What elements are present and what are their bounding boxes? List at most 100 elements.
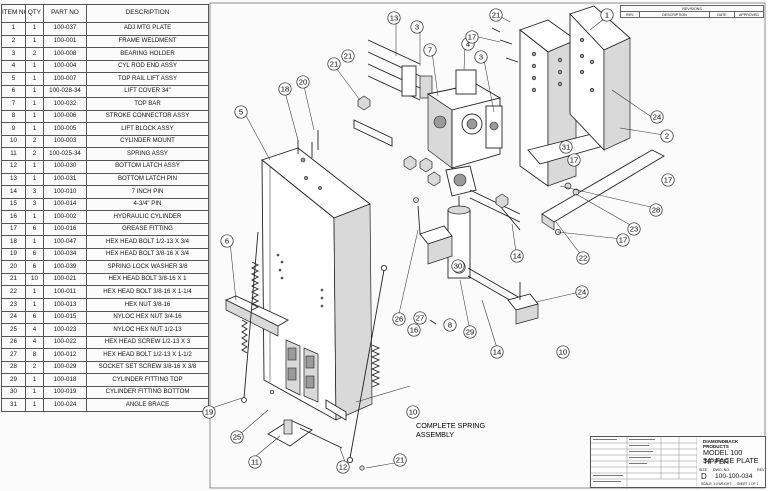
- balloon-number: 10: [559, 348, 567, 357]
- balloon-circle: [230, 430, 244, 444]
- lift-cover-part: [261, 147, 373, 421]
- balloon-number: 1: [605, 11, 609, 20]
- balloon-circle: [649, 203, 663, 217]
- balloon-circle: [567, 153, 581, 167]
- item-balloon: 27: [413, 311, 427, 325]
- hydraulic-cylinder-part: [447, 196, 521, 307]
- balloon-number: 26: [395, 315, 403, 324]
- balloon-number: 10: [409, 408, 417, 417]
- pin-group-upper: [353, 39, 433, 147]
- balloon-circle: [407, 323, 421, 337]
- item-balloon: 12: [336, 460, 350, 474]
- item-balloon: 29: [463, 325, 477, 339]
- item-balloon: 3: [410, 20, 424, 34]
- lift-block-part: [417, 205, 453, 265]
- balloon-circle: [443, 318, 457, 332]
- leader-lines: [211, 13, 665, 469]
- balloon-number: 11: [251, 458, 259, 467]
- balloon-number: 3: [415, 23, 419, 32]
- item-balloon: 10: [406, 405, 420, 419]
- balloon-circle: [463, 325, 477, 339]
- balloon-circle: [616, 233, 630, 247]
- balloon-circle: [220, 234, 234, 248]
- balloon-circle: [451, 259, 465, 273]
- balloon-number: 20: [299, 78, 307, 87]
- balloon-circle: [474, 50, 488, 64]
- title-block-grid: [591, 437, 697, 489]
- balloon-number: 14: [513, 252, 521, 261]
- balloon-number: 24: [653, 113, 661, 122]
- balloon-number: 29: [466, 328, 474, 337]
- item-balloon: 31: [559, 140, 573, 154]
- balloon-circle: [341, 49, 355, 63]
- item-balloon: 8: [443, 318, 457, 332]
- size-label: SIZE: [699, 468, 707, 472]
- company-name: DIAMONDBACK PRODUCTS: [703, 439, 739, 449]
- item-balloon: 18: [278, 82, 292, 96]
- angle-brace-part: [541, 149, 665, 231]
- item-balloon: 30: [451, 259, 465, 273]
- drawing-title-line2: 34" FACE PLATE: [703, 456, 759, 465]
- balloon-number: 4: [466, 40, 470, 49]
- spring-assembly-left: [241, 231, 260, 403]
- item-balloon: 17: [616, 233, 630, 247]
- item-balloon: 1: [600, 8, 614, 22]
- title-block: DIAMONDBACK PRODUCTS MODEL 100 TIPPER 34…: [590, 436, 766, 489]
- balloon-circle: [336, 460, 350, 474]
- balloon-circle: [556, 345, 570, 359]
- balloon-circle: [575, 285, 589, 299]
- balloon-number: 6: [225, 237, 229, 246]
- bill-of-materials-table: ITEM NO. QTY PART NO DESCRIPTION 11100-0…: [1, 4, 209, 412]
- drawing-border: [209, 2, 766, 489]
- revisions-table: REVISIONS REV. DESCRIPTION DATE APPROVED: [620, 5, 764, 18]
- sheet-number: SHEET 1 OF 1: [737, 482, 759, 486]
- item-balloon: 26: [392, 312, 406, 326]
- balloon-circle: [202, 405, 216, 419]
- balloon-circle: [413, 311, 427, 325]
- bom-header-description: DESCRIPTION: [86, 4, 209, 23]
- balloon-circle: [660, 129, 674, 143]
- balloon-circle: [392, 312, 406, 326]
- balloon-circle: [278, 82, 292, 96]
- balloon-number: 7: [428, 46, 432, 55]
- spring-assembly-right: [346, 264, 388, 464]
- item-balloon: 23: [627, 222, 641, 236]
- balloon-number: 16: [410, 326, 418, 335]
- balloon-circle: [465, 30, 479, 44]
- balloon-circle: [406, 405, 420, 419]
- balloon-circle: [423, 43, 437, 57]
- item-balloon: 17: [567, 153, 581, 167]
- balloon-number: 12: [339, 463, 347, 472]
- balloon-circle: [559, 140, 573, 154]
- item-balloon: 20: [296, 75, 310, 89]
- balloon-circle: [490, 345, 504, 359]
- balloon-number: 23: [630, 225, 638, 234]
- balloon-number: 17: [664, 176, 672, 185]
- balloon-number: 21: [492, 11, 500, 20]
- bom-qty: 1: [25, 398, 44, 412]
- balloon-number: 14: [493, 348, 501, 357]
- revision-label: REV: [757, 468, 765, 472]
- balloon-circle: [296, 75, 310, 89]
- balloon-circle: [661, 173, 675, 187]
- item-balloon: 24: [575, 285, 589, 299]
- bom-part-no: 100-024: [43, 398, 87, 412]
- item-balloon: 2: [660, 129, 674, 143]
- balloon-number: 17: [468, 33, 476, 42]
- balloon-number: 8: [448, 321, 452, 330]
- balloon-number: 27: [416, 314, 424, 323]
- item-balloon: 21: [393, 453, 407, 467]
- balloon-number: 3: [479, 53, 483, 62]
- balloon-number: 19: [205, 408, 213, 417]
